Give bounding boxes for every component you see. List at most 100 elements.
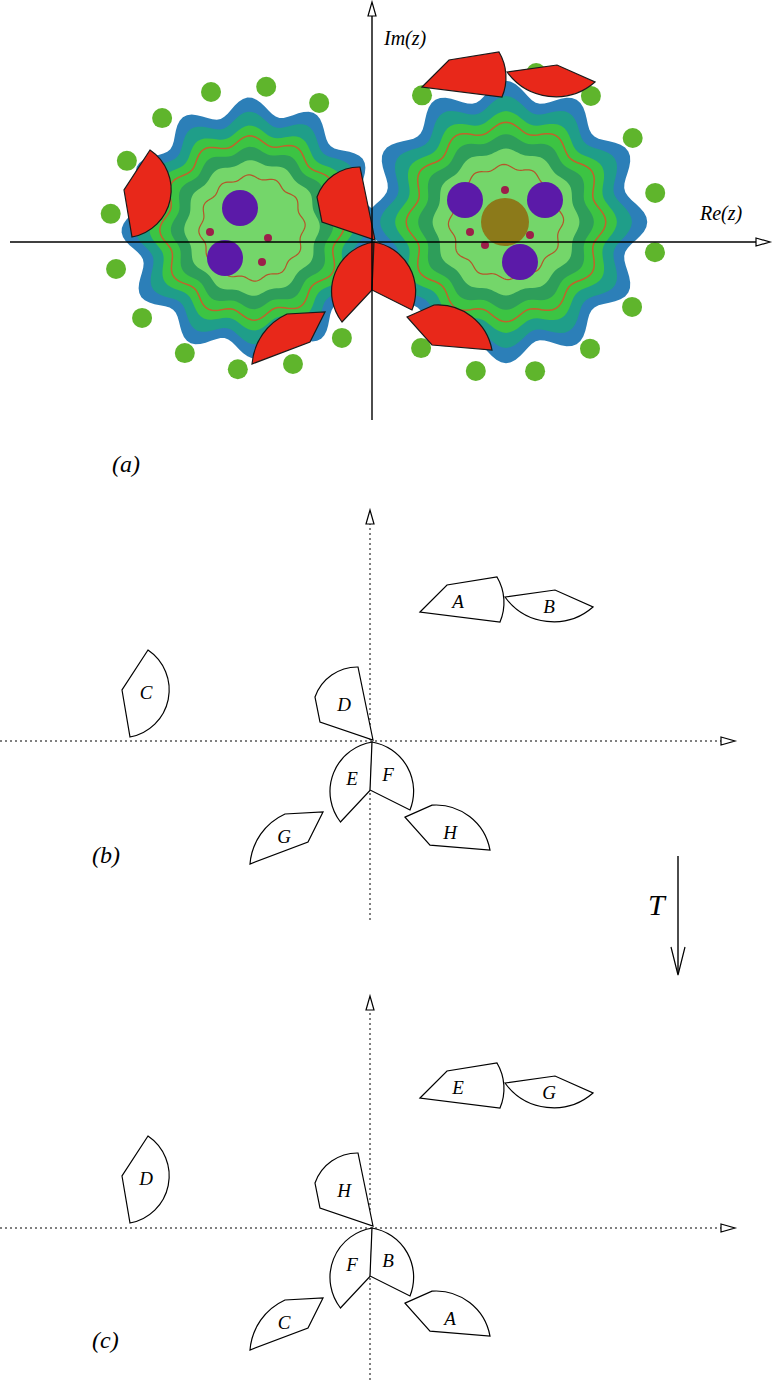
piece-region: D — [313, 665, 375, 742]
piece-region: C — [120, 648, 171, 739]
piece-letter: D — [337, 694, 351, 713]
piece-letter: G — [542, 1083, 556, 1102]
arrow-head — [671, 947, 685, 975]
fractal-layer — [171, 147, 333, 309]
red-piece — [407, 305, 492, 350]
piece-outline — [315, 1153, 373, 1226]
fractal-layer — [150, 126, 355, 331]
green-dot — [622, 297, 642, 317]
green-dot — [106, 259, 126, 279]
fractal-dot — [206, 228, 214, 236]
purple-disk — [222, 190, 258, 226]
green-dot — [580, 339, 600, 359]
fractal-ring — [199, 175, 305, 281]
piece-letter: F — [382, 765, 394, 784]
piece-outline — [405, 1291, 490, 1336]
piece-region: D — [120, 1134, 171, 1225]
red-piece — [422, 52, 506, 97]
piece-outline — [315, 667, 373, 740]
axis-label: Im(z) — [384, 28, 426, 48]
piece-region: F — [328, 1226, 374, 1310]
piece-letter: B — [543, 597, 555, 616]
arrow-head — [721, 737, 735, 745]
fractal-ring — [406, 122, 606, 322]
green-dot — [645, 183, 665, 203]
piece-letter: A — [444, 1308, 456, 1327]
green-dot — [132, 308, 152, 328]
piece-region: B — [503, 588, 595, 624]
piece-letter: E — [452, 1078, 464, 1097]
piece-letter: C — [278, 1313, 291, 1332]
piece-letter: H — [443, 822, 457, 841]
piece-region: E — [328, 740, 374, 824]
axis-label: Re(z) — [700, 203, 742, 223]
fractal-dot — [466, 228, 474, 236]
piece-outline — [505, 1076, 593, 1108]
piece-outline — [505, 590, 593, 622]
fractal-center — [481, 198, 529, 246]
piece-letter: G — [277, 827, 291, 846]
red-piece — [124, 150, 171, 237]
piece-letter: D — [139, 1169, 153, 1188]
fractal-dot — [258, 258, 266, 266]
piece-region: F — [368, 740, 416, 812]
piece-outline — [250, 1298, 323, 1350]
axis-line — [10, 241, 756, 242]
fractal-layer — [122, 98, 383, 359]
axis-line — [0, 741, 721, 742]
green-dot — [175, 343, 195, 363]
piece-outline — [405, 805, 490, 850]
piece-region: G — [503, 1074, 595, 1110]
fractal-layer — [380, 96, 632, 348]
piece-letter: C — [140, 683, 153, 702]
fractal-panel — [101, 52, 665, 381]
green-dot — [525, 361, 545, 381]
arrow-head — [721, 1224, 735, 1232]
red-piece — [372, 242, 416, 310]
piece-region: A — [403, 1289, 492, 1338]
axis-line — [0, 1228, 721, 1229]
purple-disk — [207, 240, 243, 276]
fractal-layer — [395, 111, 617, 333]
map-label: T — [648, 890, 665, 920]
piece-letter: E — [346, 769, 358, 788]
red-piece — [507, 65, 595, 97]
piece-outline — [122, 650, 169, 737]
red-piece — [332, 242, 374, 322]
green-dot — [623, 128, 643, 148]
piece-region: A — [418, 575, 506, 624]
fractal-layer — [418, 134, 594, 310]
green-dot — [256, 77, 276, 97]
fractal-dot — [264, 234, 272, 242]
piece-region: H — [403, 803, 492, 852]
piece-letter: H — [337, 1180, 351, 1199]
green-dot — [645, 242, 665, 262]
panel-label: (b) — [92, 843, 120, 867]
green-dot — [283, 354, 303, 374]
piece-outline — [370, 1228, 414, 1296]
piece-outline — [122, 1136, 169, 1223]
piece-region: B — [368, 1226, 416, 1298]
piece-outline — [420, 1063, 504, 1108]
piece-letter: F — [346, 1255, 358, 1274]
green-dot — [101, 204, 121, 224]
panel-label: (c) — [92, 1328, 119, 1352]
red-piece — [317, 167, 375, 240]
fractal-dot — [526, 231, 534, 239]
piece-letter: B — [382, 1251, 394, 1270]
piece-outline — [250, 812, 323, 864]
purple-disk — [527, 182, 563, 218]
fractal-layer — [433, 149, 580, 296]
green-dot — [152, 108, 172, 128]
red-piece — [252, 312, 325, 364]
piece-region: E — [418, 1061, 506, 1110]
green-dot — [117, 151, 137, 171]
piece-letter: A — [452, 592, 464, 611]
fractal-layer — [136, 112, 369, 345]
fractal-ring — [448, 164, 563, 279]
piece-outline — [330, 1228, 372, 1308]
green-dot — [466, 361, 486, 381]
green-dot — [201, 82, 221, 102]
purple-disk — [502, 244, 538, 280]
